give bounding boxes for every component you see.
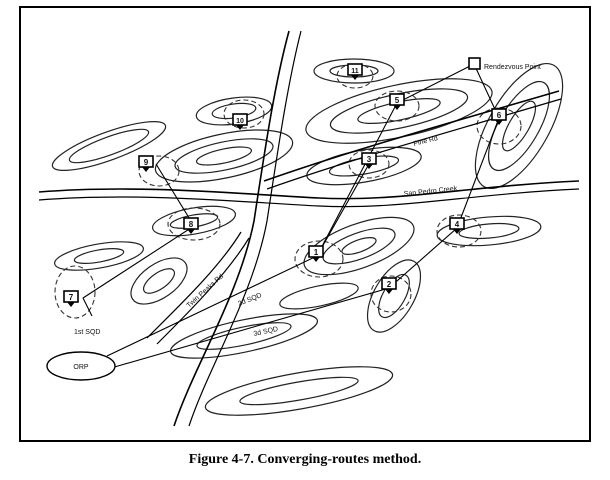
pine-rd — [263, 90, 560, 182]
objective-rings — [54, 63, 522, 319]
svg-text:9: 9 — [144, 158, 149, 167]
checkpoint-10: 10 — [232, 113, 248, 130]
svg-text:7: 7 — [69, 293, 74, 302]
checkpoint-4: 4 — [449, 217, 465, 234]
map-frame: ORP Pine Rd San Pedro Creek Twin Peaks R… — [19, 6, 591, 442]
checkpoint-2: 2 — [381, 277, 397, 294]
checkpoint-1: 1 — [308, 245, 324, 262]
orp-label: ORP — [73, 364, 89, 371]
svg-text:8: 8 — [189, 220, 194, 229]
orp-marker — [46, 351, 116, 381]
checkpoint-3: 3 — [361, 152, 377, 169]
route-map: ORP Pine Rd San Pedro Creek Twin Peaks R… — [19, 6, 591, 442]
terrain-features — [38, 30, 580, 427]
checkpoint-7: 7 — [63, 290, 79, 307]
main-road — [173, 30, 290, 427]
checkpoint-5: 5 — [389, 93, 405, 110]
figure-caption: Figure 4-7. Converging-routes method. — [188, 452, 422, 467]
twin-peaks-rd — [146, 231, 242, 339]
svg-text:1: 1 — [314, 248, 319, 257]
route-label-1st: 1st SQD — [74, 329, 100, 336]
svg-text:5: 5 — [395, 96, 400, 105]
svg-text:3: 3 — [367, 155, 372, 164]
checkpoint-8: 8 — [183, 217, 199, 234]
rendezvous-point-label: Rendezvous Point — [484, 64, 541, 71]
svg-text:2: 2 — [387, 280, 392, 289]
svg-text:6: 6 — [497, 111, 502, 120]
checkpoint-9: 9 — [138, 155, 154, 172]
svg-text:4: 4 — [455, 220, 460, 229]
rendezvous-point-marker: Rendezvous Point — [468, 57, 541, 71]
checkpoint-6: 6 — [491, 108, 507, 125]
svg-text:10: 10 — [236, 118, 244, 125]
san-pedro-creek — [38, 180, 580, 200]
svg-text:11: 11 — [351, 68, 359, 75]
checkpoint-11: 11 — [347, 63, 363, 80]
